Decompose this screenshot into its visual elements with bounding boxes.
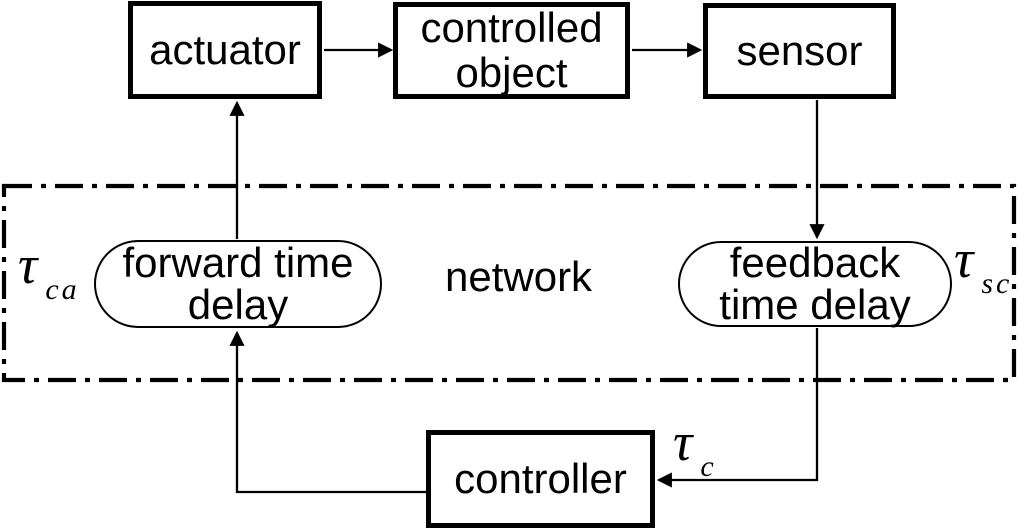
tau-c-symbol: τ (673, 412, 693, 472)
sensor-node: sensor (703, 3, 896, 99)
arrow-controller-to-forward-delay (229, 330, 427, 494)
actuator-node: actuator (128, 1, 322, 99)
tau-ca-symbol: τ (18, 235, 38, 295)
network-label: network (445, 253, 593, 300)
tau-ca-subscript: ca (45, 273, 80, 306)
tau-sc-subscript: sc (981, 267, 1013, 300)
tau-sc-symbol: τ (954, 229, 974, 289)
feedback-time-delay-node: feedback time delay (678, 241, 952, 327)
forward-time-delay-node: forward time delay (94, 240, 382, 328)
controller-node: controller (426, 430, 655, 528)
controlled-object-node: controlled object (393, 2, 630, 99)
tau-c-subscript: c (700, 450, 717, 483)
